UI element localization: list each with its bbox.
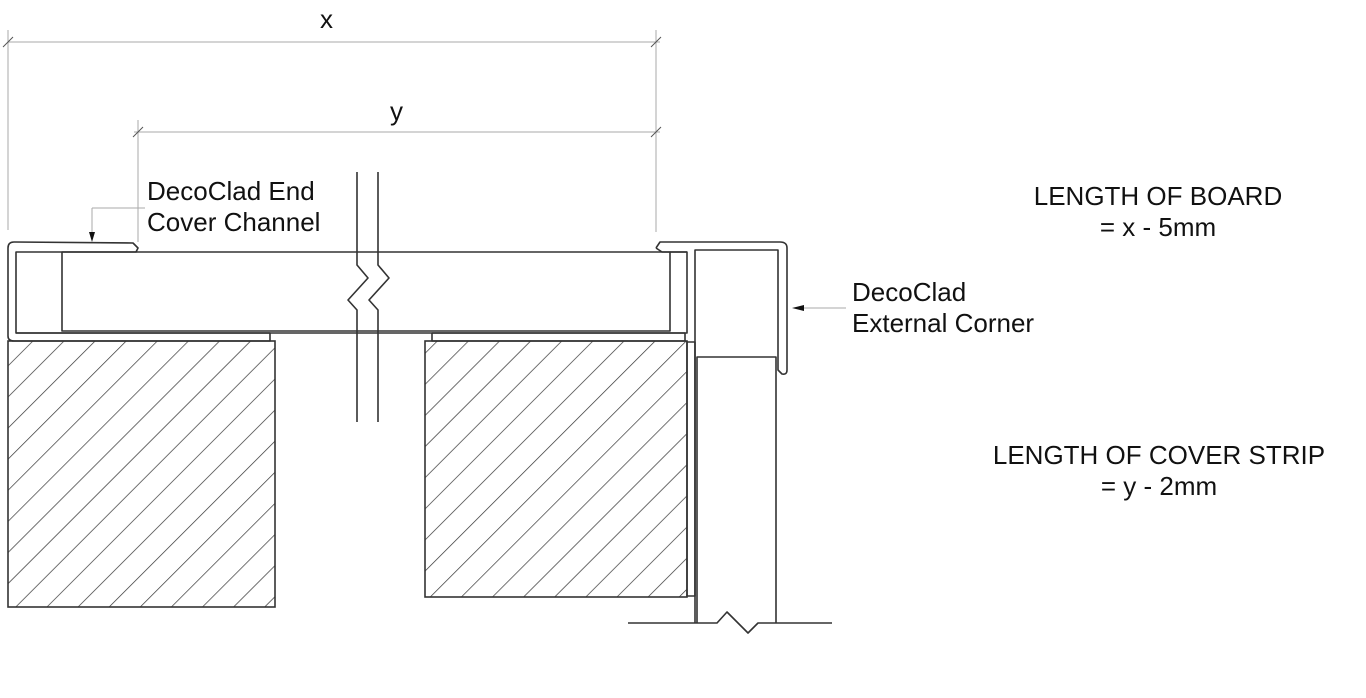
- note-line: = x - 5mm: [1099, 212, 1217, 242]
- external-corner: [655, 241, 788, 623]
- label-line: DecoClad: [852, 277, 967, 307]
- note-line: = y - 2mm: [1100, 471, 1218, 501]
- note-line: LENGTH OF COVER STRIP: [992, 440, 1326, 470]
- break-line: [347, 172, 390, 422]
- arrow-head: [89, 232, 95, 242]
- label-line: DecoClad End: [147, 176, 315, 206]
- arrow-head: [792, 305, 804, 311]
- end-cover-channel-label: DecoClad End Cover Channel: [147, 176, 320, 238]
- board: [61, 251, 671, 332]
- board-frame: [16, 251, 688, 334]
- dimension-y-label: y: [390, 96, 403, 126]
- ground-break-line: [628, 611, 832, 634]
- hatched-block-right: [424, 340, 688, 598]
- label-line: External Corner: [852, 308, 1035, 338]
- external-corner-label: DecoClad External Corner: [852, 277, 1034, 339]
- leader-end-channel: [91, 207, 145, 238]
- dimension-x-label: x: [320, 4, 333, 34]
- dimension-y: [132, 120, 662, 242]
- external-corner-lip: [655, 247, 687, 253]
- lower-post: [696, 356, 777, 623]
- label-line: Cover Channel: [147, 207, 321, 237]
- end-cover-channel: [7, 241, 271, 342]
- hatched-block-left: [7, 340, 276, 608]
- length-of-board-note: LENGTH OF BOARD = x - 5mm: [1008, 181, 1308, 243]
- side-strip: [686, 341, 696, 597]
- cover-strip-right: [431, 332, 686, 342]
- length-of-cover-strip-note: LENGTH OF COVER STRIP = y - 2mm: [960, 440, 1358, 502]
- dimension-x: [2, 30, 662, 232]
- note-line: LENGTH OF BOARD: [1033, 181, 1283, 211]
